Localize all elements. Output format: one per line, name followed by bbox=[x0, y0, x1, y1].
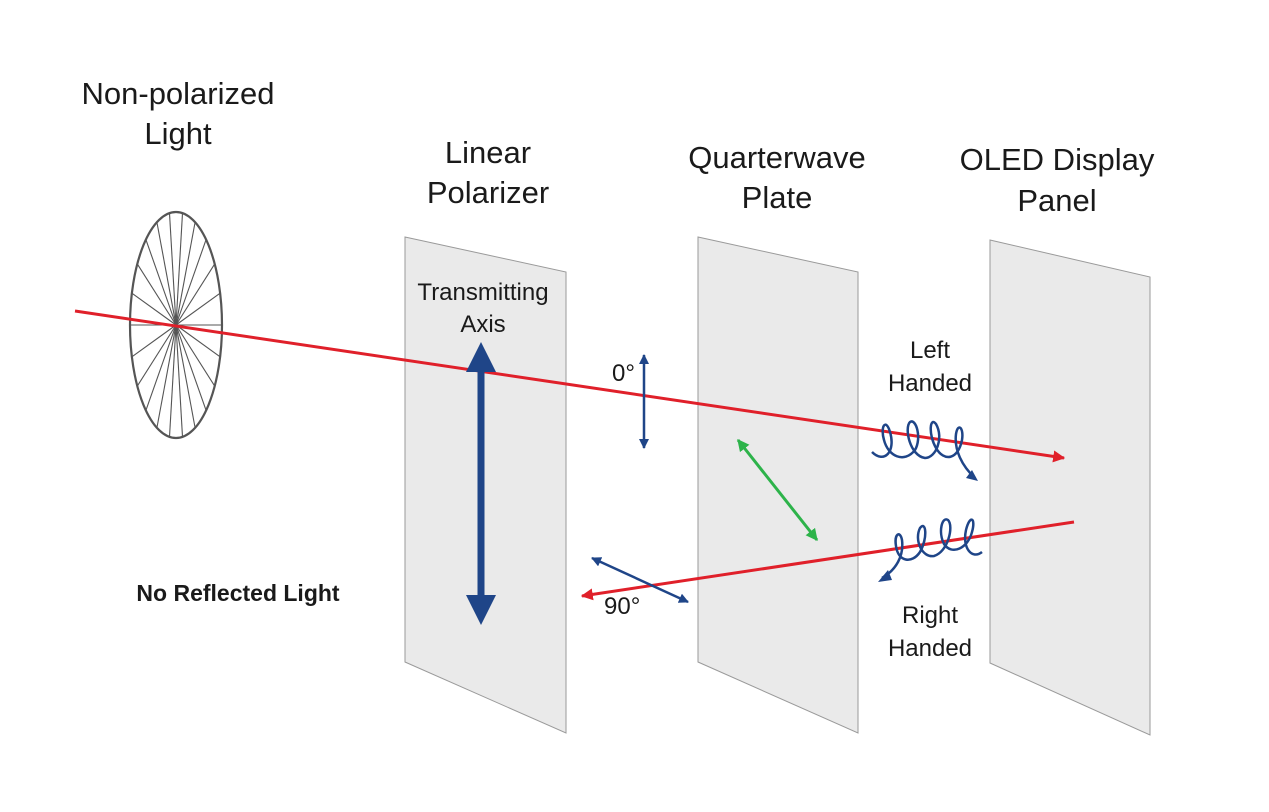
oled-title-line1: OLED Display bbox=[960, 142, 1155, 177]
no-reflected-light-label: No Reflected Light bbox=[136, 580, 340, 606]
linear-polarizer-plate bbox=[404, 236, 567, 734]
polarization-spoke bbox=[168, 324, 177, 437]
left-handed-label-line1: Left bbox=[910, 337, 950, 364]
polarization-spoke bbox=[175, 324, 184, 437]
polarization-spoke bbox=[175, 239, 207, 326]
incident-light-beam bbox=[74, 309, 1066, 463]
polarization-spoke bbox=[131, 292, 177, 326]
oled-title-line2: Panel bbox=[1017, 183, 1096, 218]
quarterwave-axis-arrow bbox=[736, 439, 819, 541]
source-title-line2: Light bbox=[144, 116, 212, 151]
polarization-spoke bbox=[175, 222, 196, 326]
transmitting-axis-label-line1: Transmitting bbox=[417, 279, 548, 306]
polarization-spoke bbox=[156, 324, 177, 428]
polarizer-title-line2: Polarizer bbox=[427, 175, 549, 210]
polarization-spoke bbox=[175, 324, 216, 387]
transmitting-axis-arrow bbox=[466, 342, 496, 625]
ninety-degree-label: 90° bbox=[604, 593, 640, 620]
polarization-spoke bbox=[168, 213, 177, 326]
oled-display-panel bbox=[989, 239, 1151, 736]
quarterwave-plate bbox=[697, 236, 859, 734]
polarization-spoke bbox=[156, 222, 177, 326]
ninety-degree-polarization-arrow bbox=[591, 556, 689, 604]
non-polarized-light-icon bbox=[128, 210, 224, 440]
quarterwave-title-line1: Quarterwave bbox=[688, 140, 865, 175]
zero-degree-label: 0° bbox=[612, 360, 635, 387]
polarization-spoke bbox=[175, 292, 221, 326]
left-handed-label-line2: Handed bbox=[888, 370, 972, 397]
polarization-spoke bbox=[136, 263, 177, 326]
polarization-spoke bbox=[175, 213, 184, 326]
polarization-spoke bbox=[136, 324, 177, 387]
polarizer-title-line1: Linear bbox=[445, 135, 531, 170]
right-handed-circular-polarization-icon bbox=[878, 518, 983, 582]
polarization-spoke bbox=[145, 239, 177, 326]
left-handed-circular-polarization-icon bbox=[871, 420, 978, 481]
polarization-spoke bbox=[145, 324, 177, 411]
polarization-spoke bbox=[175, 324, 207, 411]
transmitting-axis-label-line2: Axis bbox=[460, 311, 505, 338]
right-handed-label-line1: Right bbox=[902, 602, 958, 629]
polarization-spoke bbox=[175, 324, 196, 428]
source-title-line1: Non-polarized bbox=[82, 76, 275, 111]
polarization-spoke bbox=[175, 263, 216, 326]
right-handed-label-line2: Handed bbox=[888, 635, 972, 662]
quarterwave-title-line2: Plate bbox=[742, 180, 813, 215]
polarization-spoke bbox=[175, 324, 221, 358]
polarization-spoke bbox=[131, 324, 177, 358]
